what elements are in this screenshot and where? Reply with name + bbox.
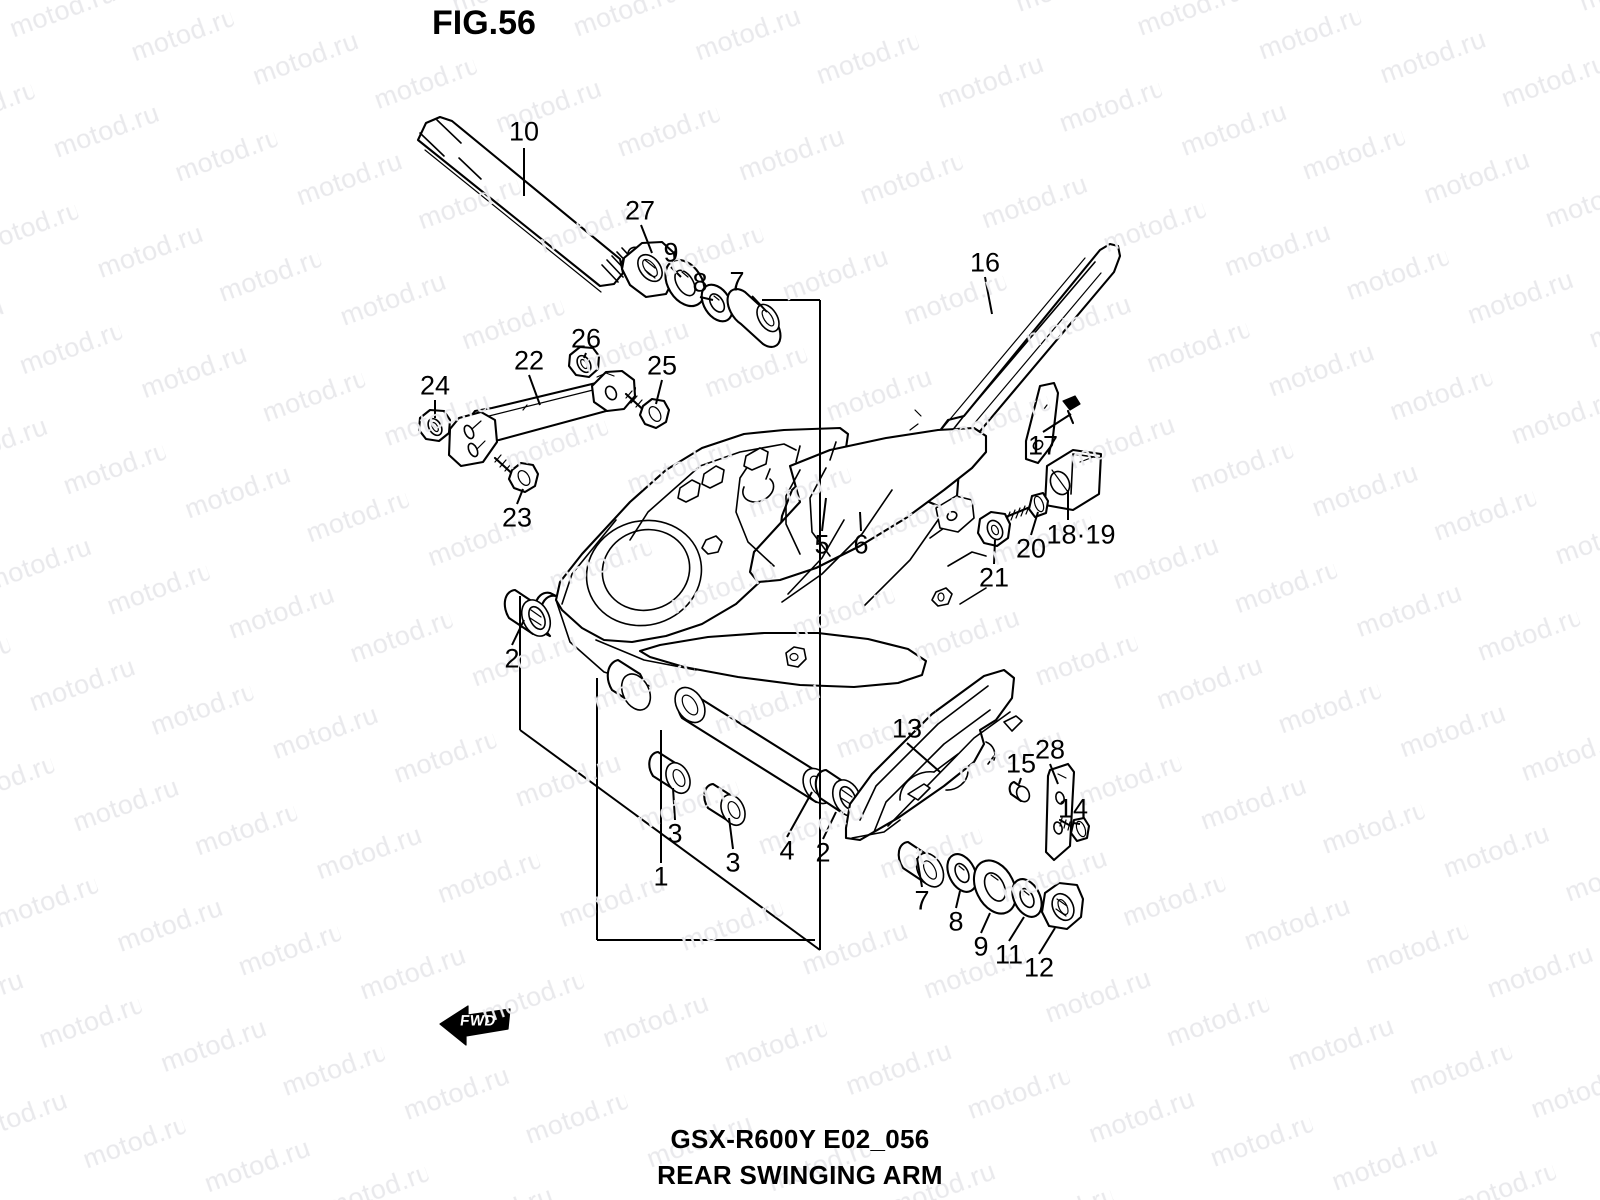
callout-bushing-small-right: 3: [725, 847, 741, 878]
callout-washer-upper: 8: [692, 267, 708, 298]
callout-swingarm-assembly: 1: [653, 861, 669, 892]
callout-bolt-plate: 14: [1057, 793, 1089, 824]
callout-chain-adjuster: 18·19: [1046, 519, 1116, 550]
callout-washer-lower: 8: [948, 906, 964, 937]
callout-spacer-pivot-upper: 7: [729, 266, 745, 297]
callout-torque-link-bolt-lower: 23: [501, 502, 533, 533]
footer-assembly-name: REAR SWINGING ARM: [657, 1160, 943, 1190]
callout-torque-link: 22: [513, 345, 545, 376]
callout-spacer-pivot: 4: [779, 835, 795, 866]
callout-chain-buffer: 13: [891, 713, 923, 744]
callout-brake-hose-clamp: 5: [814, 529, 830, 560]
callout-adjuster-nut: 21: [978, 562, 1010, 593]
callout-chain-tension-plate: 28: [1034, 734, 1066, 765]
callout-pivot-nut: 27: [624, 195, 656, 226]
callout-bushing-lower-right: 2: [815, 837, 831, 868]
callout-cushion: 15: [1005, 748, 1037, 779]
callout-chain-guard: 16: [969, 247, 1001, 278]
fwd-marker-label: FWD: [458, 1012, 498, 1030]
callout-torque-link-nut: 24: [419, 370, 451, 401]
callout-lock-nut: 12: [1023, 952, 1055, 983]
callout-torque-link-nut-upper: 26: [570, 323, 602, 354]
callout-washer-large-lower: 9: [973, 931, 989, 962]
callout-adjuster-bolt: 20: [1015, 533, 1047, 564]
callout-spacer-axle-lower: 7: [914, 885, 930, 916]
page-title: FIG.56: [432, 4, 536, 42]
callout-torque-link-bolt-upper: 25: [646, 350, 678, 381]
callout-washer-large-upper: 9: [663, 237, 679, 268]
callout-chain-guard-screw: 17: [1027, 430, 1059, 461]
callout-pivot-shaft: 10: [508, 116, 540, 147]
footer-model-code: GSX-R600Y E02_056: [670, 1124, 930, 1154]
callout-washer-small: 11: [994, 939, 1024, 970]
callout-bushing-small-left: 3: [667, 818, 683, 849]
callout-clamp-screw: 6: [853, 529, 869, 560]
callout-bushing-upper-left: 2: [504, 643, 520, 674]
